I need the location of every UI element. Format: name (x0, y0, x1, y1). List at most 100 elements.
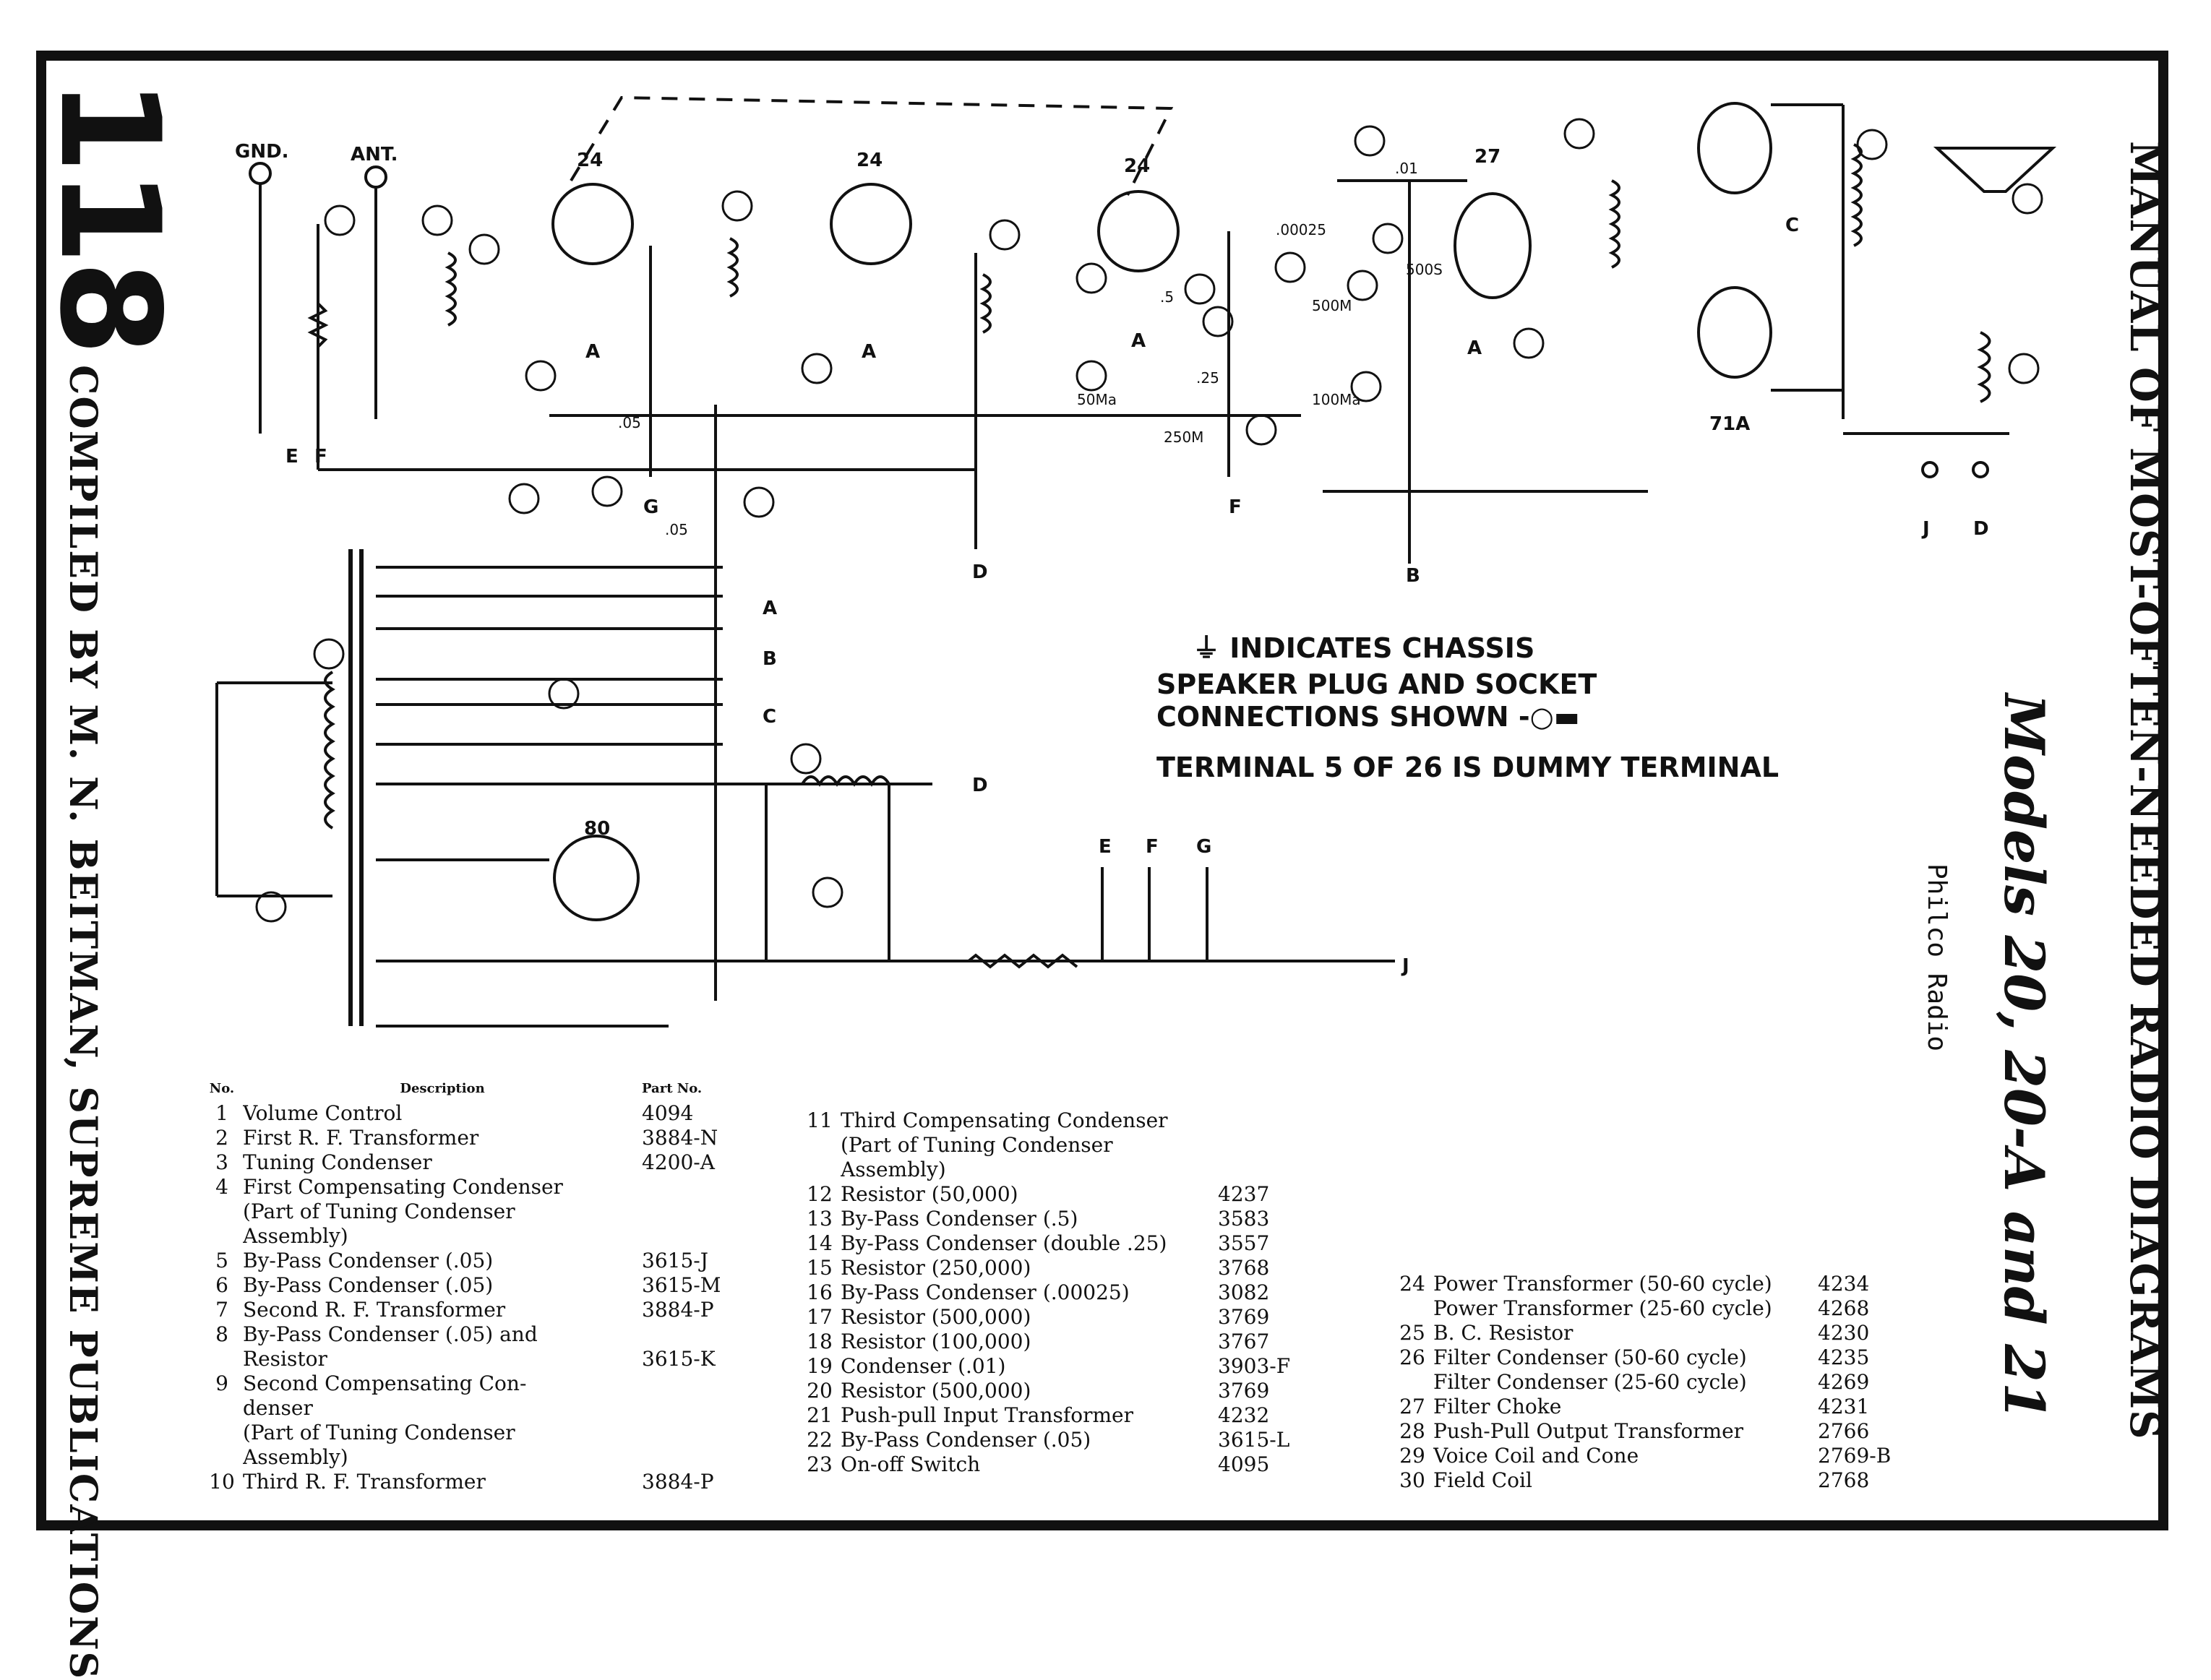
part-description: Field Coil (1433, 1468, 1532, 1492)
cap-value-01: .01 (1395, 160, 1418, 177)
label-c-right: C (1785, 215, 1799, 236)
part-description: By-Pass Condenser (.05) (841, 1428, 1091, 1452)
part-description: Push-pull Input Transformer (841, 1403, 1133, 1427)
part-catalog-number: 3884-P (642, 1470, 714, 1494)
part-catalog-number (642, 1322, 721, 1347)
part-number-index: 27 (1399, 1395, 1425, 1418)
part-number-index: 15 (807, 1256, 833, 1280)
parts-row: denser (201, 1396, 721, 1421)
part-description: Filter Choke (1433, 1395, 1562, 1418)
part-catalog-number: 4230 (1818, 1321, 1870, 1345)
part-number-index: 21 (807, 1403, 833, 1427)
note-speaker-2: CONNECTIONS SHOWN -○▬ (1156, 701, 1580, 733)
transformer-primary (324, 671, 335, 830)
label-a-4: A (1467, 337, 1482, 359)
part-description: Assembly) (841, 1158, 946, 1181)
part-number-index: 16 (807, 1280, 833, 1304)
part-number-index: 28 (1399, 1419, 1425, 1443)
part-number-index (201, 1224, 243, 1249)
label-c-bracket: C (763, 706, 776, 728)
part-number-index: 5 (215, 1249, 228, 1272)
part-number-index (201, 1445, 243, 1470)
part-number-index: 1 (215, 1101, 228, 1125)
coil-rf-3 (979, 273, 992, 334)
part-number-index: 8 (215, 1322, 228, 1346)
radio-schematic: GND. ANT. 24 24 24 27 71A 80 A A A A A B… (215, 95, 2057, 1028)
part-description: Assembly) (243, 1445, 348, 1469)
part-catalog-number: 3615-L (1218, 1428, 1290, 1452)
part-catalog-number: 3767 (1218, 1330, 1270, 1353)
parts-row: Assembly) (201, 1445, 721, 1470)
label-a-3: A (1131, 330, 1146, 352)
part-description: (Part of Tuning Condenser (243, 1421, 515, 1444)
coil-output-transformer (1850, 143, 1863, 247)
part-description: By-Pass Condenser (.05) (243, 1249, 494, 1272)
gnd-label: GND. (235, 141, 289, 163)
part-number-index (1391, 1296, 1433, 1321)
part-description: Second Compensating Con- (243, 1371, 527, 1395)
legend-notes: ⏚ INDICATES CHASSIS SPEAKER PLUG AND SOC… (1156, 632, 1779, 783)
part-description: Power Transformer (25-60 cycle) (1433, 1296, 1772, 1320)
part-description: On-off Switch (841, 1452, 981, 1476)
ant-label: ANT. (351, 144, 398, 165)
label-b-bracket: B (763, 648, 777, 670)
part-description: Voice Coil and Cone (1433, 1444, 1639, 1468)
part-number-index (201, 1396, 243, 1421)
parts-header: No. Description Part No. (201, 1077, 721, 1101)
bleeder-resistor (967, 953, 1078, 969)
label-b-bottom: B (1406, 565, 1420, 587)
part-number-index: 13 (807, 1207, 833, 1231)
part-description: By-Pass Condenser (.05) and (243, 1322, 538, 1346)
part-description: Second R. F. Transformer (243, 1298, 506, 1322)
res-value-100ma: 100Ma (1312, 391, 1361, 408)
label-d-speaker: D (1973, 518, 1989, 540)
part-description: Assembly) (243, 1224, 348, 1248)
page-border (36, 51, 2168, 1530)
res-value-250m: 250M (1164, 428, 1203, 446)
part-catalog-number (1218, 1108, 1297, 1133)
parts-row: (Part of Tuning Condenser (799, 1133, 1297, 1158)
part-number-index: 6 (215, 1273, 228, 1297)
part-description: Third Compensating Condenser (841, 1108, 1168, 1132)
part-description: Resistor (500,000) (841, 1379, 1031, 1403)
parts-row: 8 By-Pass Condenser (.05) and (201, 1322, 721, 1347)
tube-71a-upper (1697, 102, 1772, 194)
part-catalog-number (642, 1445, 721, 1470)
tube-label-80: 80 (584, 818, 610, 840)
part-number-index: 10 (209, 1470, 235, 1494)
part-description: First Compensating Condenser (243, 1175, 563, 1199)
part-description: Push-Pull Output Transformer (1433, 1419, 1744, 1443)
label-j: J (1401, 955, 1409, 977)
label-d-filter: D (972, 775, 988, 796)
header-description: Description (400, 1081, 485, 1096)
res-value-500s: 500S (1406, 261, 1443, 278)
part-catalog-number: 4268 (1818, 1296, 1870, 1320)
part-description: Condenser (.01) (841, 1354, 1006, 1378)
part-catalog-number: 4095 (1218, 1452, 1270, 1476)
header-no: No. (209, 1081, 235, 1096)
ant-terminal (364, 165, 387, 189)
part-description: Resistor (100,000) (841, 1330, 1031, 1353)
part-number-index: 20 (807, 1379, 833, 1403)
part-catalog-number: 3903-F (1218, 1354, 1291, 1378)
part-catalog-number (642, 1396, 721, 1421)
volume-control-symbol (307, 224, 329, 470)
part-description: Tuning Condenser (243, 1150, 432, 1174)
part-description: By-Pass Condenser (double .25) (841, 1231, 1167, 1255)
tube-24-first (551, 183, 634, 265)
header-part-no: Part No. (642, 1081, 703, 1096)
part-number-index: 18 (807, 1330, 833, 1353)
part-number-index: 4 (215, 1175, 228, 1199)
